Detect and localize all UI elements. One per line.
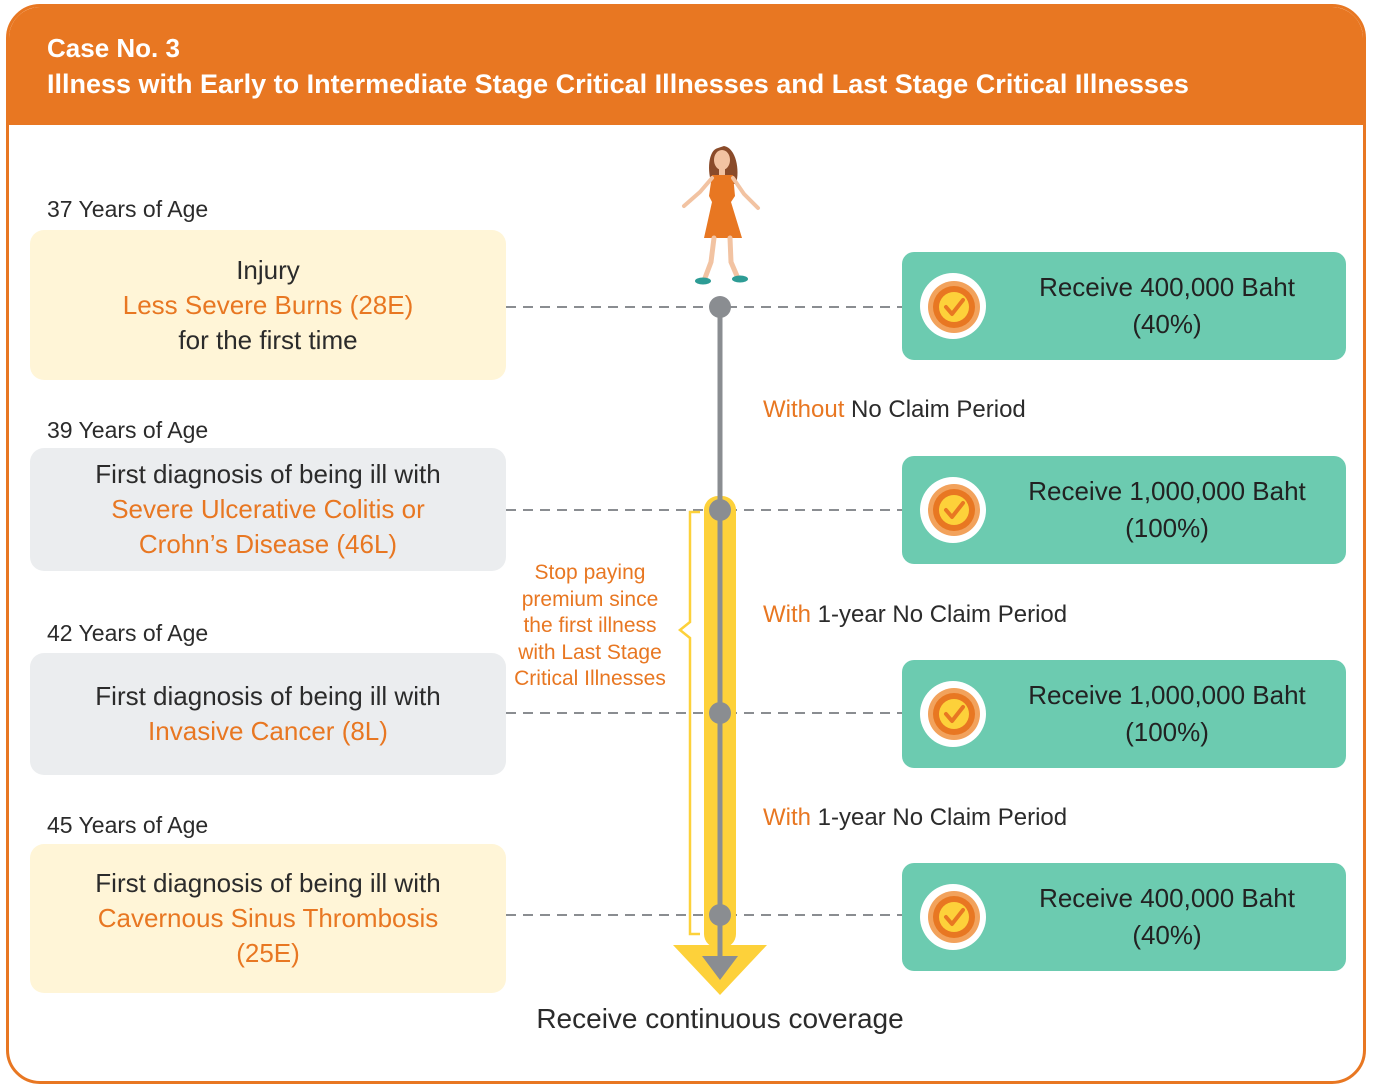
benefit-box-4: Receive 400,000 Baht (40%): [902, 863, 1346, 971]
benefit-amount: Receive 400,000 Baht: [1039, 883, 1295, 913]
stop-note-line: Critical Illnesses: [514, 667, 666, 690]
stop-note-line: premium since: [521, 587, 659, 611]
event-line: First diagnosis of being ill with: [95, 681, 441, 711]
benefit-box-1: Receive 400,000 Baht (40%): [902, 252, 1346, 360]
event-line: for the first time: [178, 324, 358, 355]
timeline-dots: [709, 296, 731, 926]
age-label-37: 37 Years of Age: [47, 196, 209, 222]
event-line: Injury: [236, 254, 300, 285]
benefit-percent: (100%): [1125, 717, 1209, 747]
benefit-amount: Receive 1,000,000 Baht: [1028, 476, 1306, 506]
benefit-box-2: Receive 1,000,000 Baht (100%): [902, 456, 1346, 564]
period-prefix: With: [763, 601, 811, 628]
period-prefix: Without: [763, 396, 845, 423]
no-claim-period-3: With 1-year No Claim Period: [763, 804, 1067, 832]
benefit-amount: Receive 1,000,000 Baht: [1028, 680, 1306, 710]
badge-background: [920, 477, 986, 543]
event-card-thrombosis: First diagnosis of being ill with Cavern…: [30, 844, 506, 993]
event-highlight: (25E): [236, 938, 300, 968]
timeline-dot-39: [709, 499, 731, 521]
benefit-box-3: Receive 1,000,000 Baht (100%): [902, 660, 1346, 768]
period-text: 1-year No Claim Period: [811, 601, 1068, 628]
event-line: First diagnosis of being ill with: [95, 868, 441, 898]
event-card-injury: Injury Less Severe Burns (28E) for the f…: [30, 230, 506, 380]
stop-note-line: with Last Stage: [518, 640, 662, 664]
badge-background: [920, 884, 986, 950]
age-label-45: 45 Years of Age: [47, 812, 209, 838]
timeline-arrowhead: [702, 956, 738, 980]
stop-paying-bracket: [677, 510, 700, 936]
period-prefix: With: [763, 804, 811, 831]
event-highlight: Invasive Cancer (8L): [148, 716, 388, 746]
connector-lines: [506, 306, 902, 916]
event-line: First diagnosis of being ill with: [95, 459, 441, 489]
timeline-dot-37: [709, 296, 731, 318]
timeline-dot-45: [709, 904, 731, 926]
event-card-colitis: First diagnosis of being ill with Severe…: [30, 448, 506, 571]
timeline-dot-42: [709, 702, 731, 724]
case-title: Illness with Early to Intermediate Stage…: [47, 69, 1189, 99]
age-label-39: 39 Years of Age: [47, 417, 209, 443]
event-highlight: Severe Ulcerative Colitis or: [111, 494, 425, 524]
benefit-percent: (40%): [1132, 309, 1202, 339]
event-card-cancer: First diagnosis of being ill with Invasi…: [30, 653, 506, 775]
badge-background: [920, 273, 986, 339]
benefit-percent: (100%): [1125, 513, 1209, 543]
stop-note-line: the first illness: [523, 614, 657, 637]
period-text: No Claim Period: [844, 396, 1026, 423]
event-highlight: Less Severe Burns (28E): [122, 289, 414, 320]
benefit-amount: Receive 400,000 Baht: [1039, 272, 1295, 302]
case-header: Case No. 3 Illness with Early to Interme…: [9, 7, 1363, 125]
badge-background: [920, 681, 986, 747]
event-highlight: Cavernous Sinus Thrombosis: [97, 903, 439, 933]
period-text: 1-year No Claim Period: [811, 804, 1068, 831]
age-label-42: 42 Years of Age: [47, 620, 209, 646]
stop-paying-note: Stop paying premium since the first illn…: [505, 560, 675, 693]
benefit-percent: (40%): [1132, 920, 1202, 950]
no-claim-period-2: With 1-year No Claim Period: [763, 601, 1067, 629]
event-highlight: Crohn’s Disease (46L): [138, 529, 398, 559]
case-number: Case No. 3: [47, 33, 180, 63]
stop-note-line: Stop paying: [534, 561, 646, 584]
no-claim-period-1: Without No Claim Period: [763, 396, 1026, 424]
continuous-coverage-label: Receive continuous coverage: [536, 1003, 904, 1034]
woman-figure-icon: [682, 146, 760, 285]
